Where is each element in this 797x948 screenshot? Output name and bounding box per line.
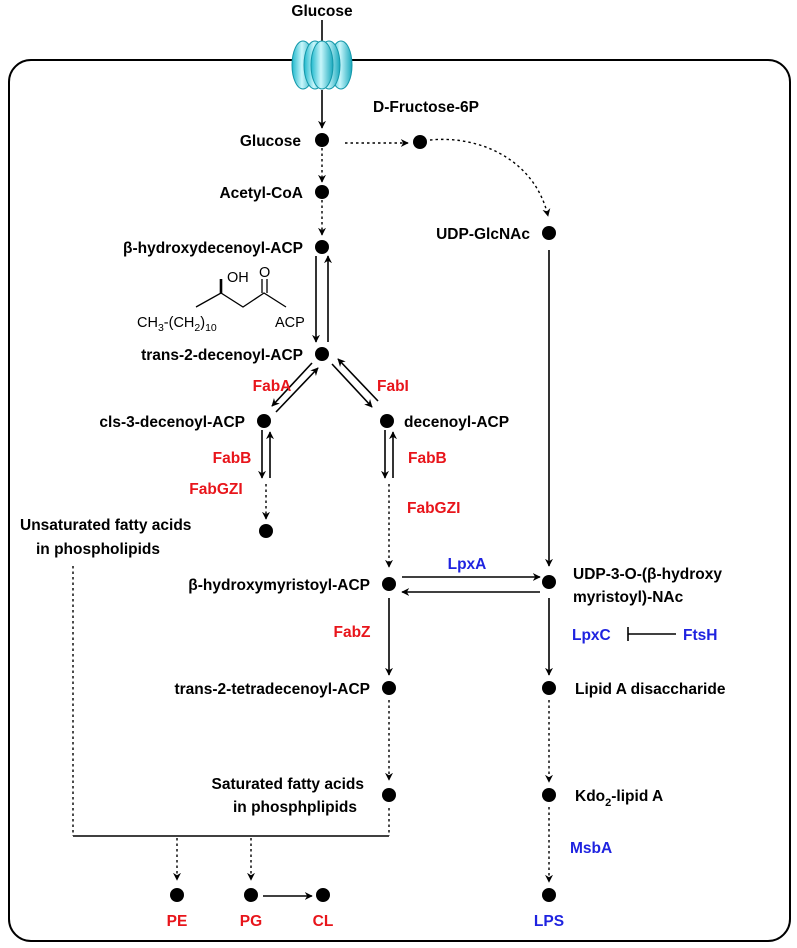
node-t2td-acp bbox=[382, 681, 396, 695]
node-lps bbox=[542, 888, 556, 902]
enzyme-fabb-left: FabB bbox=[213, 450, 252, 467]
label-sat-fa-line2: in phosphplipids bbox=[233, 799, 357, 816]
node-lipid-a bbox=[542, 681, 556, 695]
node-sat-fa bbox=[382, 788, 396, 802]
node-decenoyl-acp bbox=[380, 414, 394, 428]
product-pg: PG bbox=[240, 913, 262, 930]
label-kdo2-lipid-a: Kdo2-lipid A bbox=[575, 788, 663, 809]
label-udp-glcnac: UDP-GlcNAc bbox=[436, 226, 530, 243]
node-cl bbox=[316, 888, 330, 902]
label-udp3-line1: UDP-3-O-(β-hydroxy bbox=[573, 566, 722, 583]
enzyme-lpxc: LpxC bbox=[572, 627, 611, 644]
product-pe: PE bbox=[167, 913, 188, 930]
node-fructose6p bbox=[413, 135, 427, 149]
pathway-arrows bbox=[72, 90, 676, 900]
structure-oh-label: OH bbox=[227, 270, 249, 286]
label-glucose: Glucose bbox=[240, 133, 302, 150]
structure-o-label: O bbox=[259, 265, 270, 281]
enzyme-fabz: FabZ bbox=[333, 624, 371, 641]
label-unsat-fa-line2: in phospholipids bbox=[36, 541, 160, 558]
label-lipid-a: Lipid A disaccharide bbox=[575, 681, 726, 698]
enzyme-fabgzi-left: FabGZI bbox=[189, 481, 242, 498]
structure-chain-label: CH3-(CH2)10 bbox=[137, 315, 217, 334]
enzyme-faba: FabA bbox=[253, 378, 292, 395]
label-bhm-acp: β-hydroxymyristoyl-ACP bbox=[188, 577, 370, 594]
enzyme-msba: MsbA bbox=[570, 840, 612, 857]
enzyme-lpxa: LpxA bbox=[448, 556, 487, 573]
product-cl: CL bbox=[313, 913, 334, 930]
node-cis3-acp bbox=[257, 414, 271, 428]
label-udp3-line2: myristoyl)-NAc bbox=[573, 589, 684, 606]
node-unsat-fa bbox=[259, 524, 273, 538]
node-t2d-acp bbox=[315, 347, 329, 361]
node-udp3 bbox=[542, 575, 556, 589]
label-t2d-acp: trans-2-decenoyl-ACP bbox=[141, 347, 303, 364]
enzyme-fabgzi-right: FabGZI bbox=[407, 500, 460, 517]
label-acetyl-coa: Acetyl-CoA bbox=[219, 185, 303, 202]
label-t2td-acp: trans-2-tetradecenoyl-ACP bbox=[174, 681, 370, 698]
node-pe bbox=[170, 888, 184, 902]
enzyme-fabb-right: FabB bbox=[408, 450, 447, 467]
label-glucose-external: Glucose bbox=[291, 3, 353, 20]
chemical-structure: OH O ACP CH3-(CH2)10 bbox=[137, 265, 305, 334]
label-cis3-acp: cls-3-decenoyl-ACP bbox=[99, 414, 245, 431]
node-bhd-acp bbox=[315, 240, 329, 254]
node-pg bbox=[244, 888, 258, 902]
product-lps: LPS bbox=[534, 913, 564, 930]
enzyme-fabi: FabI bbox=[377, 378, 409, 395]
glucose-transporter-icon bbox=[291, 40, 353, 90]
label-decenoyl-acp: decenoyl-ACP bbox=[404, 414, 509, 431]
label-unsat-fa-line1: Unsaturated fatty acids bbox=[20, 517, 191, 534]
enzyme-ftsh: FtsH bbox=[683, 627, 717, 644]
label-fructose6p: D-Fructose-6P bbox=[373, 99, 479, 116]
cell-boundary bbox=[8, 59, 791, 942]
label-sat-fa-line1: Saturated fatty acids bbox=[212, 776, 364, 793]
node-bhm-acp bbox=[382, 577, 396, 591]
node-kdo2 bbox=[542, 788, 556, 802]
node-acetyl-coa bbox=[315, 185, 329, 199]
label-bhd-acp: β-hydroxydecenoyl-ACP bbox=[123, 240, 303, 257]
node-udp-glcnac bbox=[542, 226, 556, 240]
node-glucose bbox=[315, 133, 329, 147]
structure-acp-label: ACP bbox=[275, 315, 305, 331]
